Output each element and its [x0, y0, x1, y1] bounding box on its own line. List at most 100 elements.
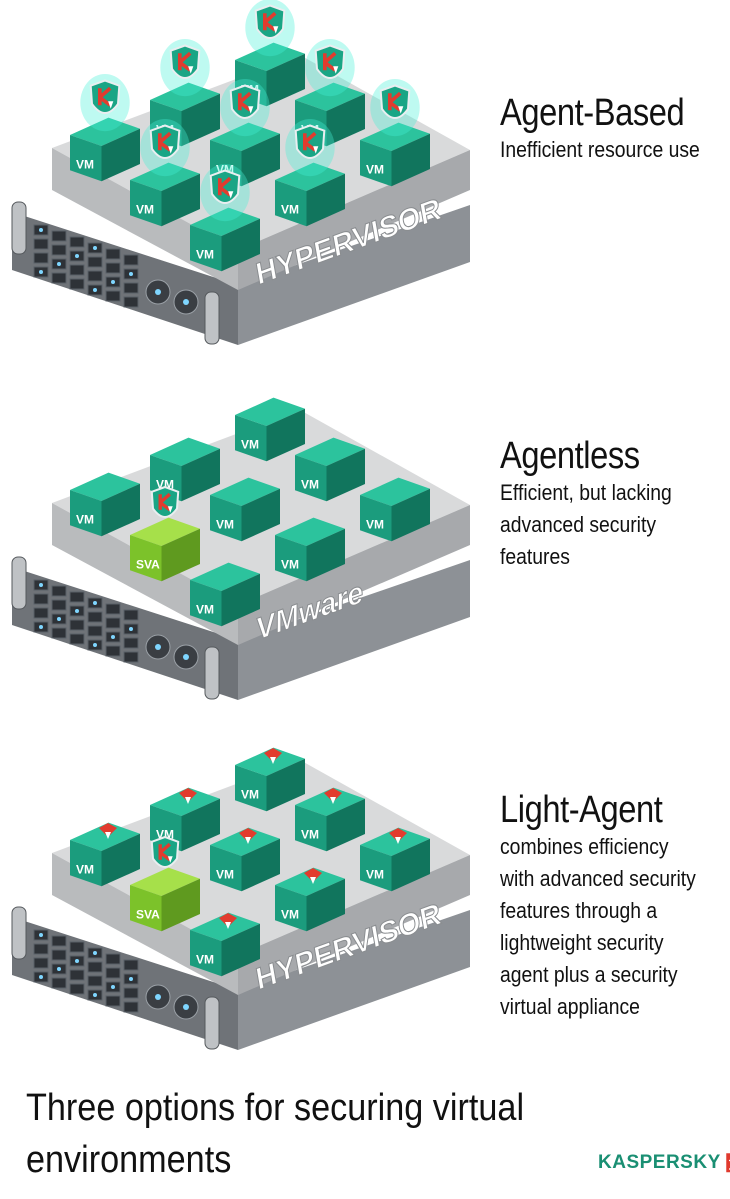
- vm-box-front: [235, 415, 267, 462]
- kaspersky-agent-badge-icon: [304, 868, 322, 884]
- badge-k: [219, 913, 237, 927]
- description-line: combines efficiency: [500, 834, 669, 859]
- port-slot: [123, 651, 139, 663]
- indicator-led-icon: [111, 985, 115, 989]
- vm-box-side: [306, 173, 345, 227]
- vm-box-top: [235, 747, 305, 777]
- platform-side: [238, 855, 470, 995]
- vm-box-label: VM: [216, 518, 234, 532]
- shield-body: [209, 169, 241, 204]
- chassis-side: [238, 910, 470, 1050]
- port-slot: [123, 1001, 139, 1013]
- vm-box: VM: [70, 117, 140, 182]
- shield-arrow: [313, 146, 319, 154]
- vm-box-label: VM: [76, 863, 94, 877]
- description-line: lightweight security: [500, 930, 664, 955]
- description-line: Inefficient resource use: [500, 137, 700, 162]
- vm-box-side: [241, 488, 280, 542]
- port-slot: [87, 625, 103, 637]
- vm-box-front: [70, 135, 102, 182]
- vm-box: VM: [275, 162, 345, 227]
- vm-box-top: [295, 787, 365, 817]
- server-chassis: HYPERVISOR: [11, 760, 470, 1050]
- kaspersky-agent-badge-icon: [179, 788, 197, 804]
- kaspersky-agent-badge-icon: [324, 788, 342, 804]
- port-slot: [69, 591, 85, 603]
- vm-box-top: [130, 162, 200, 192]
- agent-based-description: Inefficient resource use: [500, 134, 700, 166]
- vm-box-side: [306, 528, 345, 582]
- agent-based-panel: HYPERVISORVMVMVMVMVMVMVMVMVM Agent-Based…: [0, 0, 730, 370]
- sva-box: SVA: [130, 517, 200, 582]
- indicator-led-icon: [39, 625, 43, 629]
- vm-box-top: [360, 122, 430, 152]
- vm-box-top: [150, 82, 220, 112]
- indicator-led-icon: [39, 228, 43, 232]
- vm-box-label: VM: [196, 953, 214, 967]
- indicator-led-icon: [39, 583, 43, 587]
- port-slot: [51, 230, 67, 242]
- vm-box-side: [391, 488, 430, 542]
- brand-lab-badge: lab: [726, 1153, 730, 1173]
- indicator-led-icon: [93, 601, 97, 605]
- vm-box: VM: [235, 397, 305, 462]
- vm-box-front: [360, 845, 392, 892]
- vm-box-front: [210, 495, 242, 542]
- badge-k: [324, 788, 342, 802]
- indicator-led-icon: [75, 254, 79, 258]
- vm-box-side: [266, 408, 305, 462]
- vm-box-top: [210, 122, 280, 152]
- port-slot: [69, 619, 85, 631]
- shield-arrow: [108, 101, 114, 109]
- vm-box-front: [295, 805, 327, 852]
- vm-box-top: [150, 437, 220, 467]
- chassis-side: [238, 560, 470, 700]
- badge-arrow: [105, 832, 111, 839]
- shield-body: [229, 84, 261, 119]
- badge-k: [179, 788, 197, 802]
- vm-box-side: [391, 838, 430, 892]
- agent-based-illustration: HYPERVISORVMVMVMVMVMVMVMVMVM: [11, 0, 470, 345]
- port-slot: [87, 256, 103, 268]
- port-slot: [51, 949, 67, 961]
- vm-box-side: [326, 798, 365, 852]
- description-line: advanced security: [500, 512, 657, 537]
- agentless-caption: Agentless Efficient, but lacking advance…: [500, 435, 695, 573]
- vm-box: VM: [130, 162, 200, 227]
- indicator-led-icon: [155, 644, 161, 650]
- vm-box-side: [326, 448, 365, 502]
- sva-box: SVA: [130, 867, 200, 932]
- shield-arrow: [273, 26, 279, 34]
- indicator-led-icon: [183, 654, 189, 660]
- vm-box-side: [221, 218, 260, 272]
- vm-box-label: VM: [241, 788, 259, 802]
- vm-box-label: VM: [366, 868, 384, 882]
- vm-box-front: [70, 840, 102, 887]
- port-slot: [33, 607, 49, 619]
- shield-k-mark: [302, 131, 317, 152]
- indicator-led-icon: [39, 270, 43, 274]
- port-slot: [69, 236, 85, 248]
- kaspersky-shield-icon: [220, 79, 270, 137]
- vm-box-side: [181, 93, 220, 147]
- vm-box-top: [275, 867, 345, 897]
- vm-box-front: [295, 455, 327, 502]
- indicator-led-icon: [129, 977, 133, 981]
- sva-box-front: [130, 535, 162, 582]
- vm-box: VM: [210, 827, 280, 892]
- vm-box-side: [101, 128, 140, 182]
- port-slot: [87, 975, 103, 987]
- shield-body: [379, 84, 411, 119]
- badge-arrow: [310, 877, 316, 884]
- vm-box-top: [235, 397, 305, 427]
- kaspersky-shield-icon: [160, 39, 210, 97]
- rack-handle: [11, 556, 27, 610]
- vm-box-top: [190, 562, 260, 592]
- vm-box-side: [181, 798, 220, 852]
- port-slot: [33, 593, 49, 605]
- indicator-led-icon: [155, 994, 161, 1000]
- port-slot: [123, 296, 139, 308]
- port-slot: [123, 609, 139, 621]
